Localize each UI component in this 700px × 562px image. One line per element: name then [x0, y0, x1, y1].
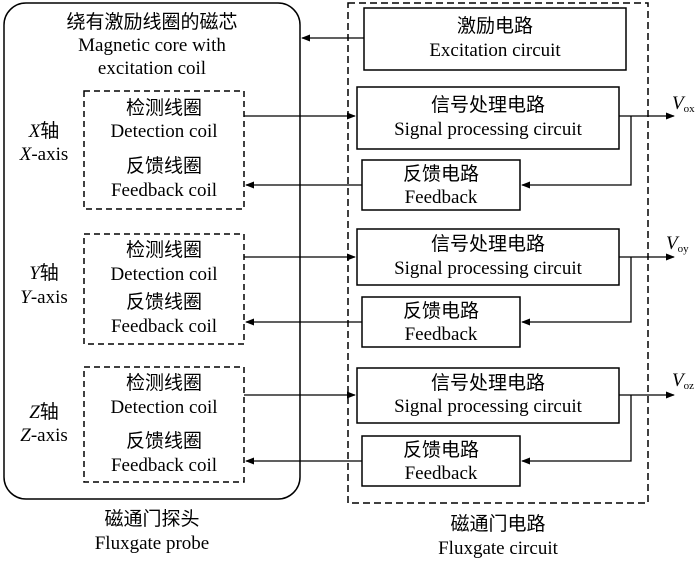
detection-coil-en: Detection coil [110, 264, 217, 285]
signal-processing-en: Signal processing circuit [394, 119, 583, 140]
feedback-coil-zh: 反馈线圈 [126, 291, 202, 313]
feedback-circuit-zh: 反馈电路 [403, 300, 479, 322]
feedback-loop-arrow [521, 116, 632, 189]
feedback-loop-arrow [521, 257, 632, 326]
detection-coil-en: Detection coil [110, 397, 217, 418]
feedback-circuit-en: Feedback [405, 463, 478, 484]
probe-core-en-1: Magnetic core with [78, 35, 226, 56]
excitation-en: Excitation circuit [429, 40, 561, 61]
feedback-coil-en: Feedback coil [111, 455, 217, 476]
feedback-circuit-zh: 反馈电路 [403, 163, 479, 185]
axis-en-label: Y-axis [20, 287, 68, 308]
detection-coil-en: Detection coil [110, 121, 217, 142]
signal-processing-zh: 信号处理电路 [431, 94, 545, 116]
feedback-coil-en: Feedback coil [111, 316, 217, 337]
coil-group-box [83, 366, 245, 483]
axis-en-label: X-axis [19, 144, 69, 165]
feedback-coil-en: Feedback coil [111, 180, 217, 201]
coil-group-box [83, 90, 245, 210]
signal-processing-en: Signal processing circuit [394, 258, 583, 279]
coil-group-box [83, 233, 245, 345]
signal-processing-zh: 信号处理电路 [431, 372, 545, 394]
feedback-circuit-en: Feedback [405, 324, 478, 345]
axis-group-x: X轴 X-axis 检测线圈 Detection coil 反馈线圈 Feedb… [19, 86, 695, 211]
signal-processing-box [356, 86, 620, 150]
output-voltage-label: Voy [666, 233, 689, 255]
probe-box [3, 2, 301, 500]
probe-caption-en: Fluxgate probe [95, 533, 210, 554]
axis-group-z: Z轴 Z-axis 检测线圈 Detection coil 反馈线圈 Feedb… [20, 366, 694, 487]
axis-zh-label: X轴 [28, 120, 60, 142]
output-voltage-label: Voz [672, 370, 694, 392]
feedback-circuit-en: Feedback [405, 187, 478, 208]
circuit-caption-en: Fluxgate circuit [438, 538, 558, 559]
circuit-box [347, 2, 649, 504]
probe-core-zh: 绕有激励线圈的磁芯 [66, 11, 237, 33]
feedback-circuit-zh: 反馈电路 [403, 439, 479, 461]
axis-zh-label: Z轴 [29, 401, 59, 423]
feedback-loop-arrow [521, 395, 632, 465]
detection-coil-zh: 检测线圈 [126, 239, 202, 261]
excitation-circuit-box [363, 7, 627, 71]
probe-caption-zh: 磁通门探头 [104, 508, 199, 530]
signal-processing-en: Signal processing circuit [394, 396, 583, 417]
axis-group-y: Y轴 Y-axis 检测线圈 Detection coil 反馈线圈 Feedb… [20, 228, 689, 348]
circuit-caption-zh: 磁通门电路 [450, 513, 545, 535]
feedback-coil-zh: 反馈线圈 [126, 155, 202, 177]
detection-coil-zh: 检测线圈 [126, 97, 202, 119]
excitation-zh: 激励电路 [457, 15, 533, 37]
probe-core-en-2: excitation coil [98, 58, 206, 79]
output-voltage-label: Vox [672, 93, 695, 115]
signal-processing-zh: 信号处理电路 [431, 233, 545, 255]
feedback-coil-zh: 反馈线圈 [126, 430, 202, 452]
detection-coil-zh: 检测线圈 [126, 372, 202, 394]
axis-zh-label: Y轴 [29, 262, 59, 284]
axis-en-label: Z-axis [20, 425, 68, 446]
